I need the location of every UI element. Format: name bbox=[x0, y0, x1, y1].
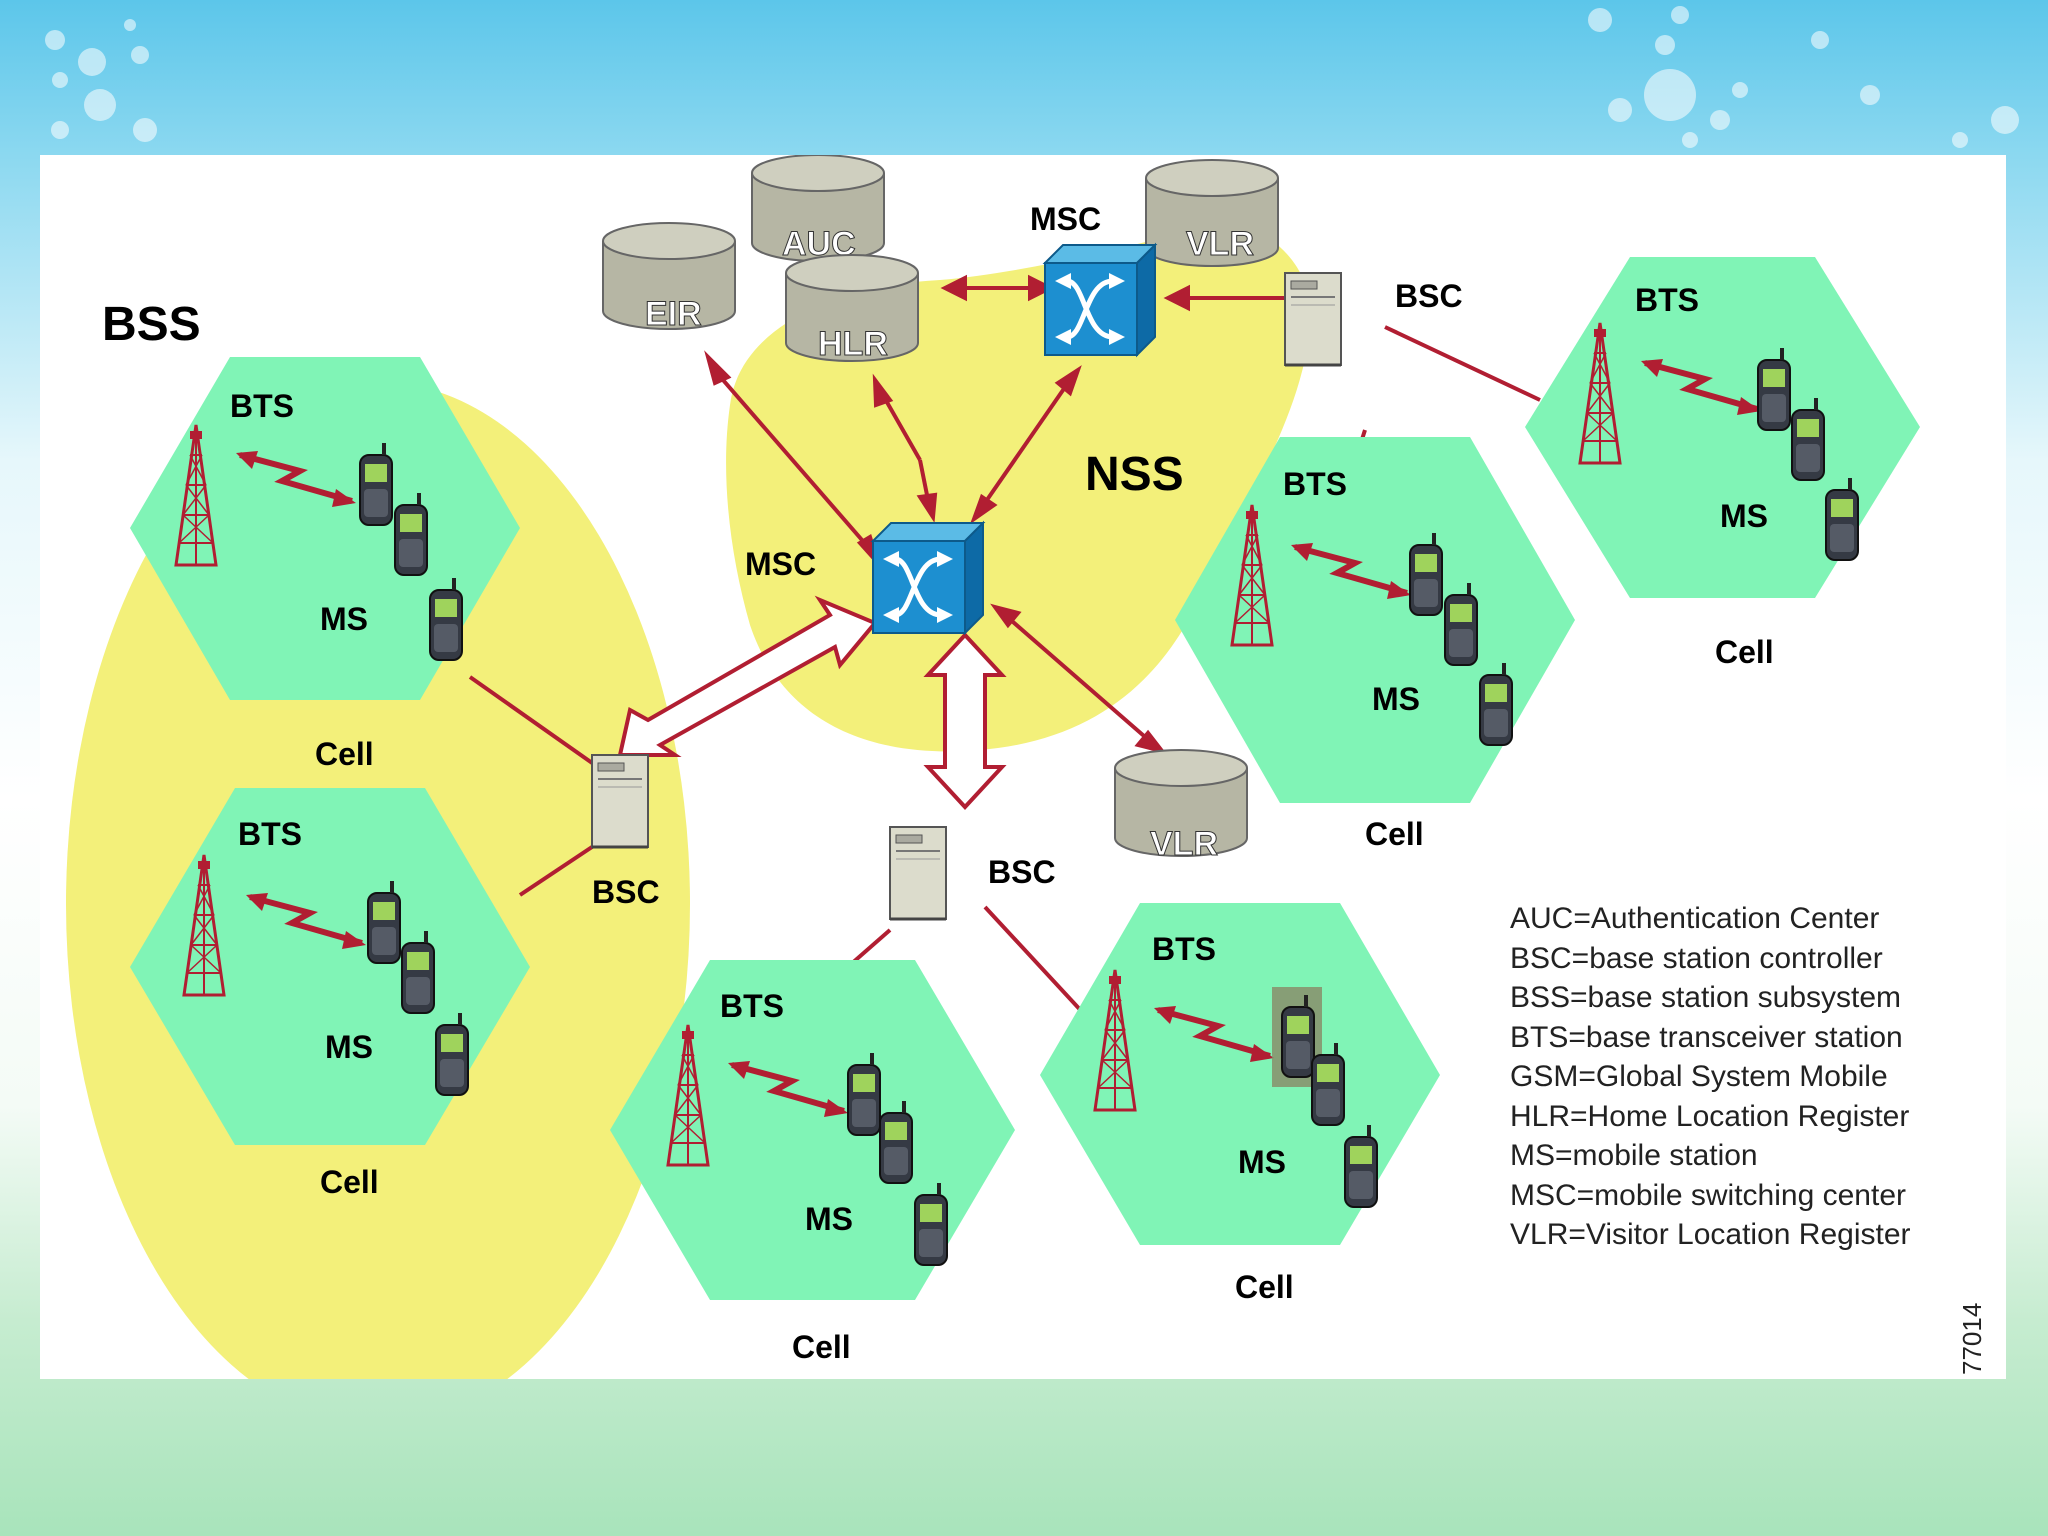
bsc-label: BSC bbox=[1395, 278, 1463, 314]
ms-label: MS bbox=[1372, 681, 1420, 717]
legend-item: MSC=mobile switching center bbox=[1510, 1179, 1906, 1212]
legend-item: BSC=base station controller bbox=[1510, 942, 1883, 975]
legend-item: BTS=base transceiver station bbox=[1510, 1021, 1903, 1054]
diagram-panel: BTS MS Cell BTS MS Cell BTS MS Cell BTS … bbox=[40, 155, 2006, 1379]
cell-bss-top: BTS MS Cell bbox=[130, 357, 520, 772]
vlr-database-bottom: VLR bbox=[1114, 749, 1248, 864]
cell-bss-bottom: BTS MS Cell bbox=[130, 788, 530, 1200]
cell-right-top: BTS MS Cell bbox=[1525, 257, 1920, 670]
cell-label: Cell bbox=[1235, 1269, 1294, 1305]
msc-top: MSC bbox=[1030, 201, 1155, 355]
legend-item: MS=mobile station bbox=[1510, 1139, 1758, 1172]
legend-item: AUC=Authentication Center bbox=[1510, 902, 1879, 935]
eir-label: EIR bbox=[645, 295, 702, 333]
cell-right-middle: BTS MS Cell bbox=[1175, 437, 1575, 852]
legend-item: VLR=Visitor Location Register bbox=[1510, 1218, 1911, 1251]
msc-center: MSC bbox=[745, 523, 983, 633]
bts-label: BTS bbox=[720, 988, 784, 1024]
link-lines bbox=[468, 325, 1541, 1017]
bts-label: BTS bbox=[1283, 466, 1347, 502]
legend-item: GSM=Global System Mobile bbox=[1510, 1060, 1888, 1093]
cell-label: Cell bbox=[792, 1329, 851, 1365]
signal-arrows bbox=[704, 274, 1298, 755]
bsc-msc-hollow-arrows bbox=[617, 595, 1007, 810]
ms-label: MS bbox=[1238, 1144, 1286, 1180]
vlr-label: VLR bbox=[1186, 225, 1254, 263]
bsc-center: BSC bbox=[888, 825, 1056, 921]
vlr-database-top: VLR bbox=[1145, 159, 1279, 267]
bts-label: BTS bbox=[1635, 282, 1699, 318]
bsc-label: BSC bbox=[592, 874, 660, 910]
cell-label: Cell bbox=[315, 736, 374, 772]
legend-item: BSS=base station subsystem bbox=[1510, 981, 1901, 1014]
bsc-left: BSC bbox=[590, 753, 660, 910]
cell-bottom-center: BTS MS Cell bbox=[610, 960, 1015, 1365]
legend-item: HLR=Home Location Register bbox=[1510, 1100, 1909, 1133]
cell-label: Cell bbox=[1715, 634, 1774, 670]
bts-label: BTS bbox=[1152, 931, 1216, 967]
hlr-label: HLR bbox=[818, 325, 888, 363]
msc-label: MSC bbox=[745, 546, 816, 582]
ms-label: MS bbox=[1720, 498, 1768, 534]
hlr-database: HLR bbox=[785, 254, 919, 364]
bsc-right: BSC bbox=[1283, 271, 1463, 367]
gsm-network-diagram: BTS MS Cell BTS MS Cell BTS MS Cell BTS … bbox=[66, 155, 1987, 1379]
cell-label: Cell bbox=[1365, 816, 1424, 852]
legend: AUC=Authentication Center BSC=base stati… bbox=[1510, 902, 1911, 1251]
vlr-label: VLR bbox=[1150, 825, 1218, 863]
background-bubbles bbox=[45, 6, 2019, 148]
cell-label: Cell bbox=[320, 1164, 379, 1200]
bss-label: BSS bbox=[102, 298, 201, 351]
ms-label: MS bbox=[325, 1029, 373, 1065]
bts-label: BTS bbox=[238, 816, 302, 852]
cell-bottom-right: BTS MS Cell bbox=[1040, 903, 1440, 1305]
nss-label: NSS bbox=[1085, 448, 1184, 501]
ms-label: MS bbox=[320, 601, 368, 637]
figure-id: 77014 bbox=[1957, 1303, 1987, 1375]
bsc-label: BSC bbox=[988, 854, 1056, 890]
msc-label: MSC bbox=[1030, 201, 1101, 237]
eir-database: EIR bbox=[602, 222, 736, 334]
bts-label: BTS bbox=[230, 388, 294, 424]
auc-database: AUC bbox=[751, 155, 885, 264]
ms-label: MS bbox=[805, 1201, 853, 1237]
